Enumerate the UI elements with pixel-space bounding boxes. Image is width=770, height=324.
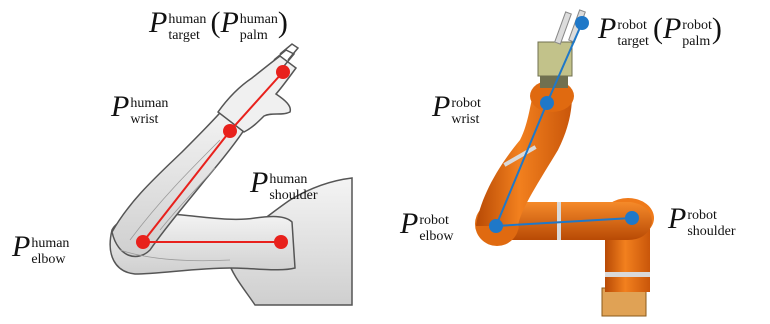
robot-arm-illustration (475, 10, 654, 316)
robot-joint-shoulder (625, 211, 639, 225)
human-joint-shoulder (274, 235, 288, 249)
human-joint-elbow (136, 235, 150, 249)
human-joint-wrist (223, 124, 237, 138)
robot-ring-upper (557, 202, 561, 240)
robot-joint-elbow (489, 219, 503, 233)
robot-ring-base (605, 272, 650, 277)
robot-base (602, 288, 646, 316)
robot-joint-wrist (540, 96, 554, 110)
robot-joint-palm (575, 16, 589, 30)
human-joint-palm (276, 65, 290, 79)
